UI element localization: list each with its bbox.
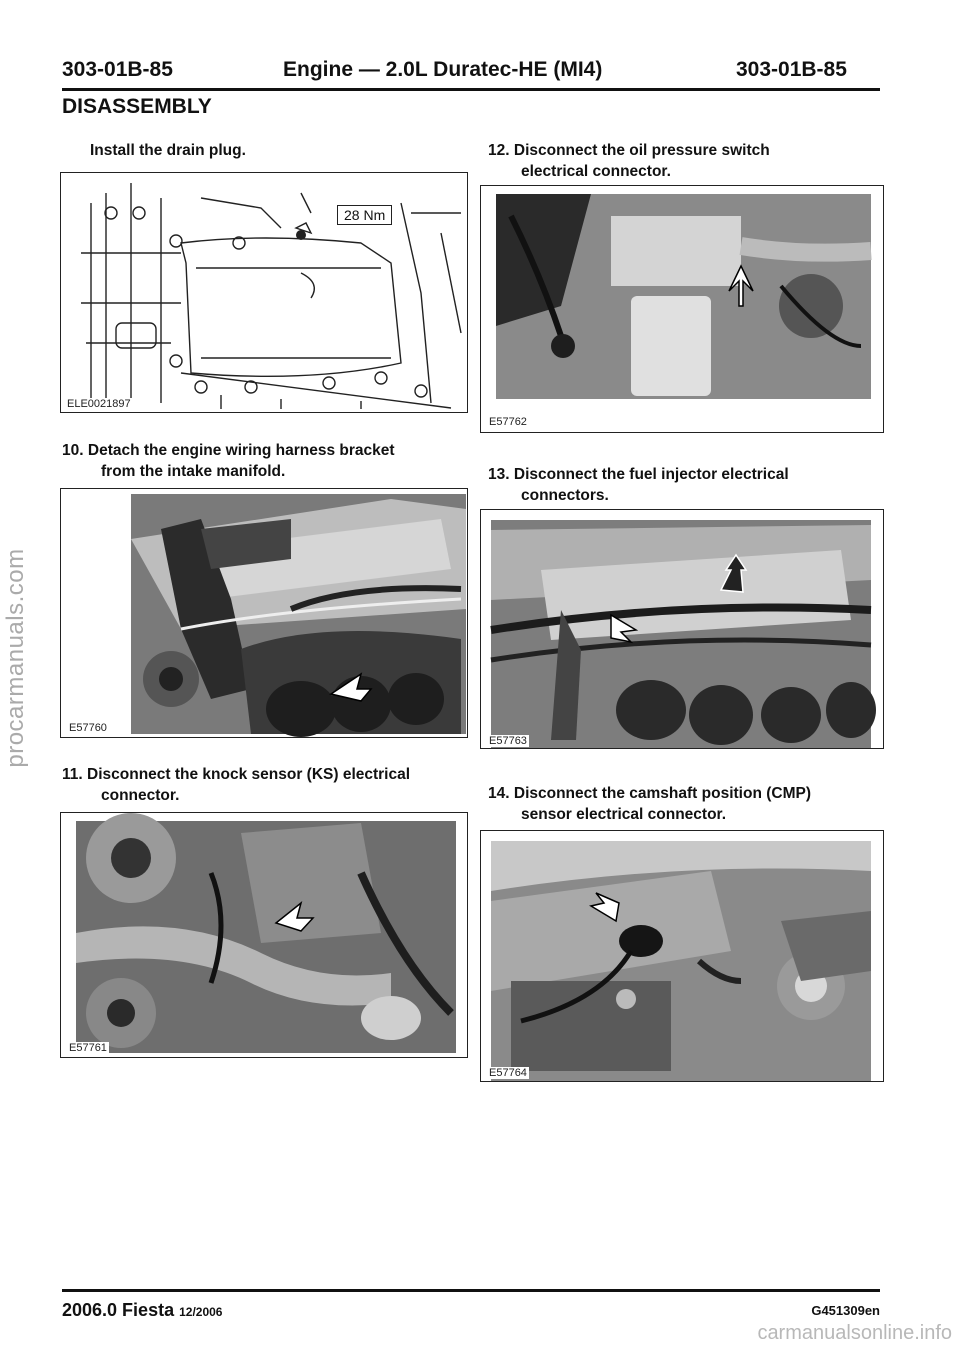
page-number-right: 303-01B-85 — [736, 58, 847, 81]
figure-step-11: E57761 — [60, 812, 468, 1058]
step-number: 14. — [488, 785, 510, 802]
section-title: DISASSEMBLY — [62, 95, 212, 118]
step-11: 11. Disconnect the knock sensor (KS) ele… — [62, 764, 410, 806]
figure-drain-plug: 28 Nm ELE0021897 — [60, 172, 468, 413]
footer-rule — [62, 1289, 880, 1292]
step-number: 12. — [488, 142, 510, 159]
step-text-line1: Disconnect the knock sensor (KS) electri… — [87, 766, 411, 783]
torque-callout: 28 Nm — [337, 205, 393, 225]
footer-date: 12/2006 — [179, 1305, 223, 1319]
step-text-line2: electrical connector. — [521, 163, 671, 180]
engine-photo-fuel-injectors — [490, 520, 876, 748]
footer-model-name: 2006.0 Fiesta — [62, 1300, 175, 1320]
figure-id: E57763 — [487, 735, 529, 747]
page-header-title: Engine — 2.0L Duratec-HE (MI4) — [283, 58, 603, 81]
figure-id: E57761 — [67, 1042, 109, 1054]
step-14: 14. Disconnect the camshaft position (CM… — [488, 783, 811, 825]
step-text-line1: Disconnect the oil pressure switch — [513, 142, 770, 159]
step-text-line1: Disconnect the fuel injector electrical — [513, 466, 789, 483]
step-text-line1: Disconnect the camshaft position (CMP) — [513, 785, 811, 802]
figure-step-10: E57760 — [60, 488, 468, 738]
step-text-line1: Detach the engine wiring harness bracket — [87, 442, 395, 459]
page-number-left: 303-01B-85 — [62, 58, 173, 81]
step-text-line2: connector. — [101, 787, 180, 804]
engine-photo-knock-sensor — [76, 813, 456, 1053]
step-number: 10. — [62, 442, 84, 459]
figure-id: ELE0021897 — [65, 398, 133, 410]
step-drain-plug: Install the drain plug. — [90, 140, 246, 161]
figure-id: E57762 — [487, 416, 529, 428]
oil-pan-line-drawing — [81, 183, 462, 409]
engine-photo-cmp-sensor — [491, 841, 871, 1081]
step-text-line2: connectors. — [521, 487, 609, 504]
step-number: 13. — [488, 466, 510, 483]
step-number: 11. — [62, 766, 83, 783]
figure-step-14: E57764 — [480, 830, 884, 1082]
figure-step-12: E57762 — [480, 185, 884, 433]
side-watermark: procarmanuals.com — [2, 548, 29, 768]
engine-photo-oil-filter — [496, 194, 872, 399]
figure-id: E57760 — [67, 722, 109, 734]
engine-photo-intake-manifold — [131, 494, 466, 737]
step-text-line2: sensor electrical connector. — [521, 806, 727, 823]
step-12: 12. Disconnect the oil pressure switch e… — [488, 140, 770, 182]
footer-document-code: G451309en — [811, 1303, 880, 1318]
footer-model: 2006.0 Fiesta 12/2006 — [62, 1300, 222, 1321]
header-rule — [62, 88, 880, 91]
step-13: 13. Disconnect the fuel injector electri… — [488, 464, 789, 506]
figure-step-13: E57763 — [480, 509, 884, 749]
bottom-watermark: carmanualsonline.info — [757, 1322, 952, 1344]
step-10: 10. Detach the engine wiring harness bra… — [62, 440, 395, 482]
step-text: Install the drain plug. — [90, 142, 246, 159]
figure-id: E57764 — [487, 1067, 529, 1079]
step-text-line2: from the intake manifold. — [101, 463, 286, 480]
